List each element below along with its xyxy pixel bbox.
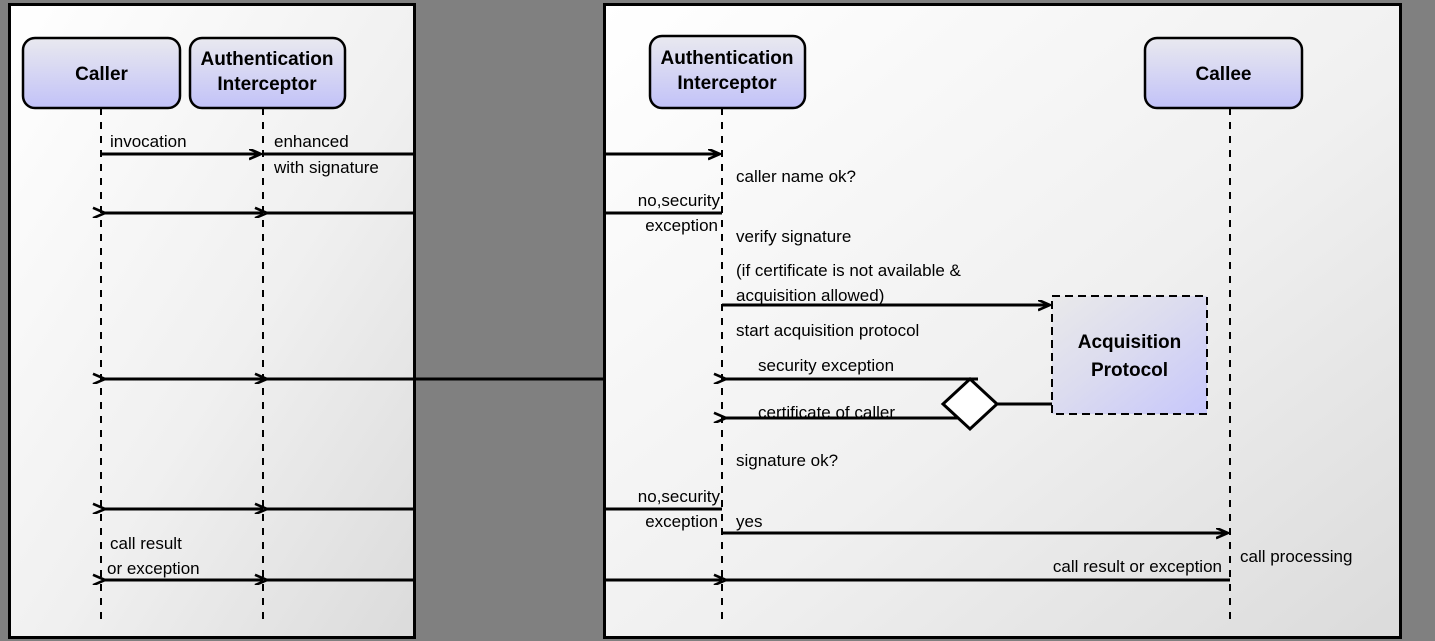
message-label-with-signature: with signature <box>273 158 379 177</box>
note-signature-ok: signature ok? <box>736 451 838 470</box>
left-panel <box>8 3 416 639</box>
message-label-security-exception: security exception <box>758 356 894 375</box>
fragment-acquisition-protocol[interactable] <box>1051 295 1208 415</box>
actor-label-auth-interceptor-right-line1: Authentication <box>661 48 794 69</box>
message-label-certificate-of-caller: certificate of caller <box>758 403 895 422</box>
actor-box-caller[interactable] <box>21 36 182 110</box>
actor-label-auth-interceptor-right-line2: Interceptor <box>677 73 777 94</box>
actor-label-caller: Caller <box>75 64 128 85</box>
actor-box-auth-interceptor-left[interactable] <box>188 36 347 110</box>
actor-label-auth-interceptor-left-line2: Interceptor <box>217 74 317 95</box>
message-label-invocation: invocation <box>110 132 187 151</box>
actor-box-callee[interactable] <box>1143 36 1304 110</box>
message-label-yes: yes <box>736 512 762 531</box>
actor-box-auth-interceptor-right[interactable] <box>648 34 807 110</box>
note-condition-line2: acquisition allowed) <box>736 286 884 305</box>
message-label-exception-1: exception <box>645 216 718 235</box>
message-label-call-result: call result <box>110 534 182 553</box>
note-call-processing: call processing <box>1240 547 1352 566</box>
message-label-call-result-or-exception: call result or exception <box>1053 557 1222 576</box>
message-label-or-exception: or exception <box>107 559 200 578</box>
fragment-label-line2: Protocol <box>1091 360 1168 381</box>
message-label-no-security-1: no,security <box>638 191 721 210</box>
branch-diamond <box>940 376 1000 432</box>
note-condition-line1: (if certificate is not available & <box>736 261 962 280</box>
message-label-start-acquisition-protocol: start acquisition protocol <box>736 321 919 340</box>
fragment-label-line1: Acquisition <box>1078 332 1181 353</box>
note-verify-signature: verify signature <box>736 227 851 246</box>
note-caller-name-ok: caller name ok? <box>736 167 856 186</box>
message-label-enhanced: enhanced <box>274 132 349 151</box>
message-label-exception-2: exception <box>645 512 718 531</box>
message-label-no-security-2: no,security <box>638 487 721 506</box>
actor-label-auth-interceptor-left-line1: Authentication <box>201 49 334 70</box>
actor-label-callee: Callee <box>1196 64 1252 85</box>
